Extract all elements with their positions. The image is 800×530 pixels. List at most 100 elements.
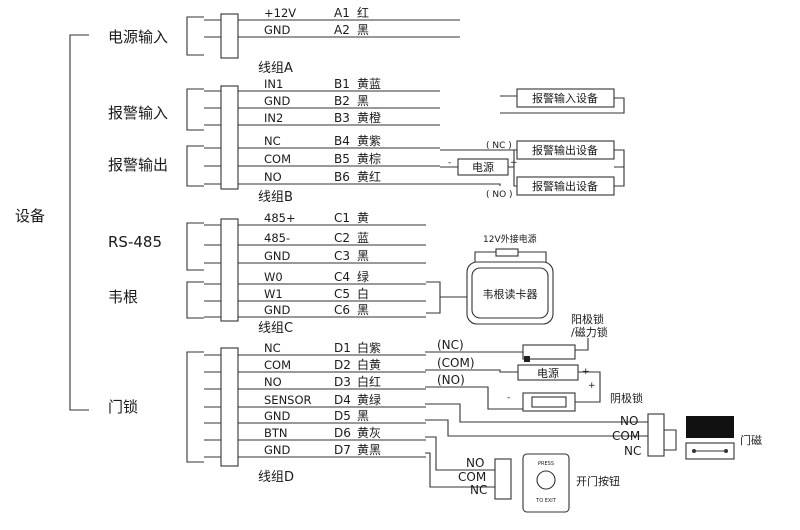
wire-pin-a2: A2 <box>334 23 350 37</box>
wire-pin-c6: C6 <box>334 303 350 317</box>
wire-pin-b1: B1 <box>334 77 350 91</box>
wire-color-b5: 黄棕 <box>357 151 381 166</box>
wire-pin-c5: C5 <box>334 287 350 301</box>
door-sensor-magnet <box>686 416 734 438</box>
wire-color-a1: 红 <box>357 5 369 20</box>
door-sensor-terminal <box>647 413 665 457</box>
bracket-alarm-out <box>186 145 204 187</box>
cathode-lock-inner <box>531 396 567 408</box>
wire-pin-a1: A1 <box>334 6 350 20</box>
section-rs485: RS-485 <box>108 233 162 251</box>
exit-button-top-text: PRESS <box>538 461 554 467</box>
ext-power-wire <box>474 251 547 262</box>
lock-com-label: (COM) <box>437 356 475 370</box>
alarm-output-device-label-1: 报警输出设备 <box>532 143 598 157</box>
wire-signal-b1: IN1 <box>264 77 283 91</box>
alarm-output-device-label-2: 报警输出设备 <box>532 179 598 193</box>
wire-pin-d4: D4 <box>334 393 351 407</box>
wire-signal-d3: NO <box>264 375 282 389</box>
section-alarm-output: 报警输出 <box>108 156 168 174</box>
wire-pin-b5: B5 <box>334 152 350 166</box>
wire-signal-c4: W0 <box>264 270 283 284</box>
wire-signal-c3: GND <box>264 249 291 263</box>
bracket-rs485 <box>186 222 204 271</box>
gnd-com-wire <box>425 419 648 437</box>
wire-signal-b4: NC <box>264 134 281 148</box>
alarm-input-device-label: 报警输入设备 <box>532 91 598 105</box>
lock-nc-label: (NC) <box>437 338 464 352</box>
wire-signal-c5: W1 <box>264 287 283 301</box>
wire-pin-d2: D2 <box>334 358 351 372</box>
connector-block-c <box>220 218 239 322</box>
wire-signal-b5: COM <box>264 152 291 166</box>
wire-signal-b2: GND <box>264 94 291 108</box>
wire-signal-c2: 485- <box>264 231 290 245</box>
exit-button-bottom-text: TO EXIT <box>535 498 557 504</box>
wiegand-reader-inner <box>471 267 549 319</box>
sensor-wire <box>425 403 648 423</box>
output-common-return <box>614 149 625 187</box>
wire-color-c3: 黑 <box>357 249 369 263</box>
wire-pin-c2: C2 <box>334 231 350 245</box>
alarm-out-no-tag: ( NO ) <box>486 190 513 200</box>
exit-button-com: COM <box>458 470 486 484</box>
wire-pin-d5: D5 <box>334 409 351 423</box>
connector-block-d <box>220 347 239 467</box>
door-sensor-com: COM <box>612 429 640 443</box>
wire-color-b6: 黄红 <box>357 169 381 184</box>
wire-color-a2: 黑 <box>357 23 369 37</box>
bracket-door-lock <box>186 351 204 463</box>
wire-color-d2: 白黄 <box>357 357 381 372</box>
btn-wire <box>425 436 495 471</box>
exit-button-no: NO <box>466 456 484 470</box>
wire-signal-d4: SENSOR <box>264 393 312 407</box>
wire-color-b4: 黄紫 <box>357 134 381 148</box>
lock-plus-wire <box>575 371 601 403</box>
group-label-b: 线组B <box>258 190 293 205</box>
exit-button-nc: NC <box>470 483 487 497</box>
wire-signal-d5: GND <box>264 409 291 423</box>
device-bracket <box>69 34 89 411</box>
wire-signal-a2: GND <box>264 23 291 37</box>
wire-pin-b4: B4 <box>334 134 350 148</box>
wire-color-d1: 白紫 <box>357 340 381 355</box>
wire-color-b2: 黑 <box>357 94 369 108</box>
exit-button-knob <box>536 470 556 490</box>
wire-pin-b6: B6 <box>334 170 350 184</box>
lock-com-wire <box>425 369 518 373</box>
wire-pin-b3: B3 <box>334 111 350 125</box>
wire-signal-d6: BTN <box>264 426 288 440</box>
wiegand-reader-label: 韦根读卡器 <box>483 287 538 301</box>
wire-signal-c1: 485+ <box>264 211 296 225</box>
section-alarm-input: 报警输入 <box>108 104 168 122</box>
wire-pin-d7: D7 <box>334 443 351 457</box>
power-minus: - <box>448 158 451 168</box>
section-wiegand: 韦根 <box>108 288 138 306</box>
door-sensor-no: NO <box>620 414 638 428</box>
lock-no-wire <box>425 386 523 410</box>
wire-signal-c6: GND <box>264 303 291 317</box>
door-sensor-bridge <box>664 429 677 451</box>
wire-signal-b3: IN2 <box>264 111 283 125</box>
wire-color-d4: 黄绿 <box>357 392 381 407</box>
ext-power-connector <box>495 248 519 257</box>
alarm-input-wire-return <box>500 97 625 114</box>
anode-lock-marker <box>524 356 530 362</box>
alarm-out-nc-tag: ( NC ) <box>486 141 512 151</box>
wire-color-d6: 黄灰 <box>357 426 381 440</box>
anode-lock-label-1: 阳极锁/磁力锁 <box>571 312 608 339</box>
wire-color-d3: 白红 <box>357 374 381 389</box>
wire-signal-b6: NO <box>264 170 282 184</box>
bracket-power <box>186 16 204 56</box>
section-door-lock: 门锁 <box>108 398 138 416</box>
wire-color-c2: 蓝 <box>357 231 369 245</box>
door-sensor-pin-1 <box>692 449 696 453</box>
wire-pin-c3: C3 <box>334 249 350 263</box>
anode-lock-body <box>522 344 576 360</box>
wiegand-bus <box>426 281 467 314</box>
wire-pin-b2: B2 <box>334 94 350 108</box>
wire-color-c6: 黑 <box>357 303 369 317</box>
door-sensor-label: 门磁 <box>740 433 762 447</box>
